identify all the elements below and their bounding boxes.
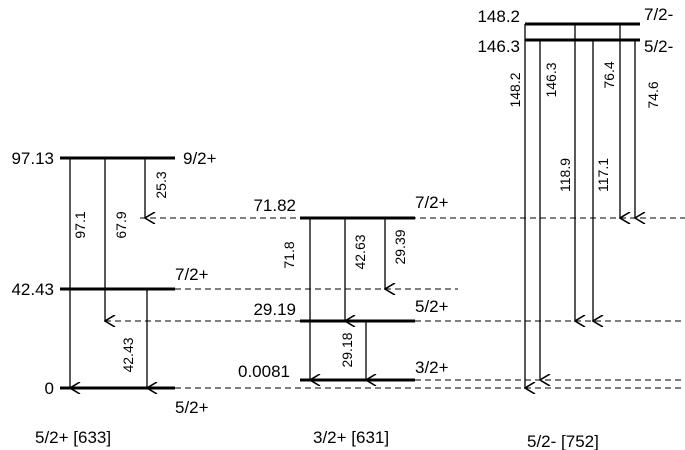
level-energy-label: 71.82 [253,196,296,215]
level-energy-label: 29.19 [253,300,296,319]
level-energy-label: 0.0081 [238,362,290,381]
level-spin-label: 7/2+ [175,265,209,284]
transition-label: 146.3 [543,62,559,97]
band-633: 97.13 9/2+ 42.43 7/2+ 0 5/2+ 97.1 67.9 2… [11,149,216,447]
transition-label: 29.39 [392,229,408,264]
band-631: 71.82 7/2+ 29.19 5/2+ 0.0081 3/2+ 71.8 4… [238,193,449,447]
transition-label: 42.43 [120,337,136,372]
transition-label: 118.9 [557,158,573,192]
transition-label: 29.18 [339,332,355,367]
transition-label: 25.3 [153,171,169,198]
level-energy-label: 0 [45,379,54,398]
level-spin-label: 5/2+ [415,297,449,316]
band-label: 3/2+ [631] [313,428,389,447]
level-spin-label: 7/2- [644,5,673,24]
transition-label: 97.1 [72,211,88,238]
transition-label: 71.8 [281,241,297,268]
level-spin-label: 9/2+ [183,149,217,168]
level-spin-label: 7/2+ [415,193,449,212]
level-energy-label: 42.43 [11,280,54,299]
transition-label: 67.9 [113,211,129,238]
transition-label: 117.1 [595,158,611,192]
band-752: 148.2 7/2- 146.3 5/2- 148.2 146.3 118.9 … [477,5,673,450]
level-spin-label: 5/2- [644,37,673,56]
transition-label: 42.63 [352,234,368,269]
level-energy-label: 148.2 [477,7,520,26]
transition-label: 148.2 [507,72,523,107]
band-label: 5/2- [752] [527,432,599,450]
level-energy-label: 146.3 [477,37,520,56]
transition-label: 76.4 [601,61,617,88]
transition-label: 74.6 [645,81,661,108]
band-label: 5/2+ [633] [35,428,111,447]
level-spin-label: 3/2+ [415,358,449,377]
level-spin-label: 5/2+ [175,398,209,417]
level-energy-label: 97.13 [11,149,54,168]
